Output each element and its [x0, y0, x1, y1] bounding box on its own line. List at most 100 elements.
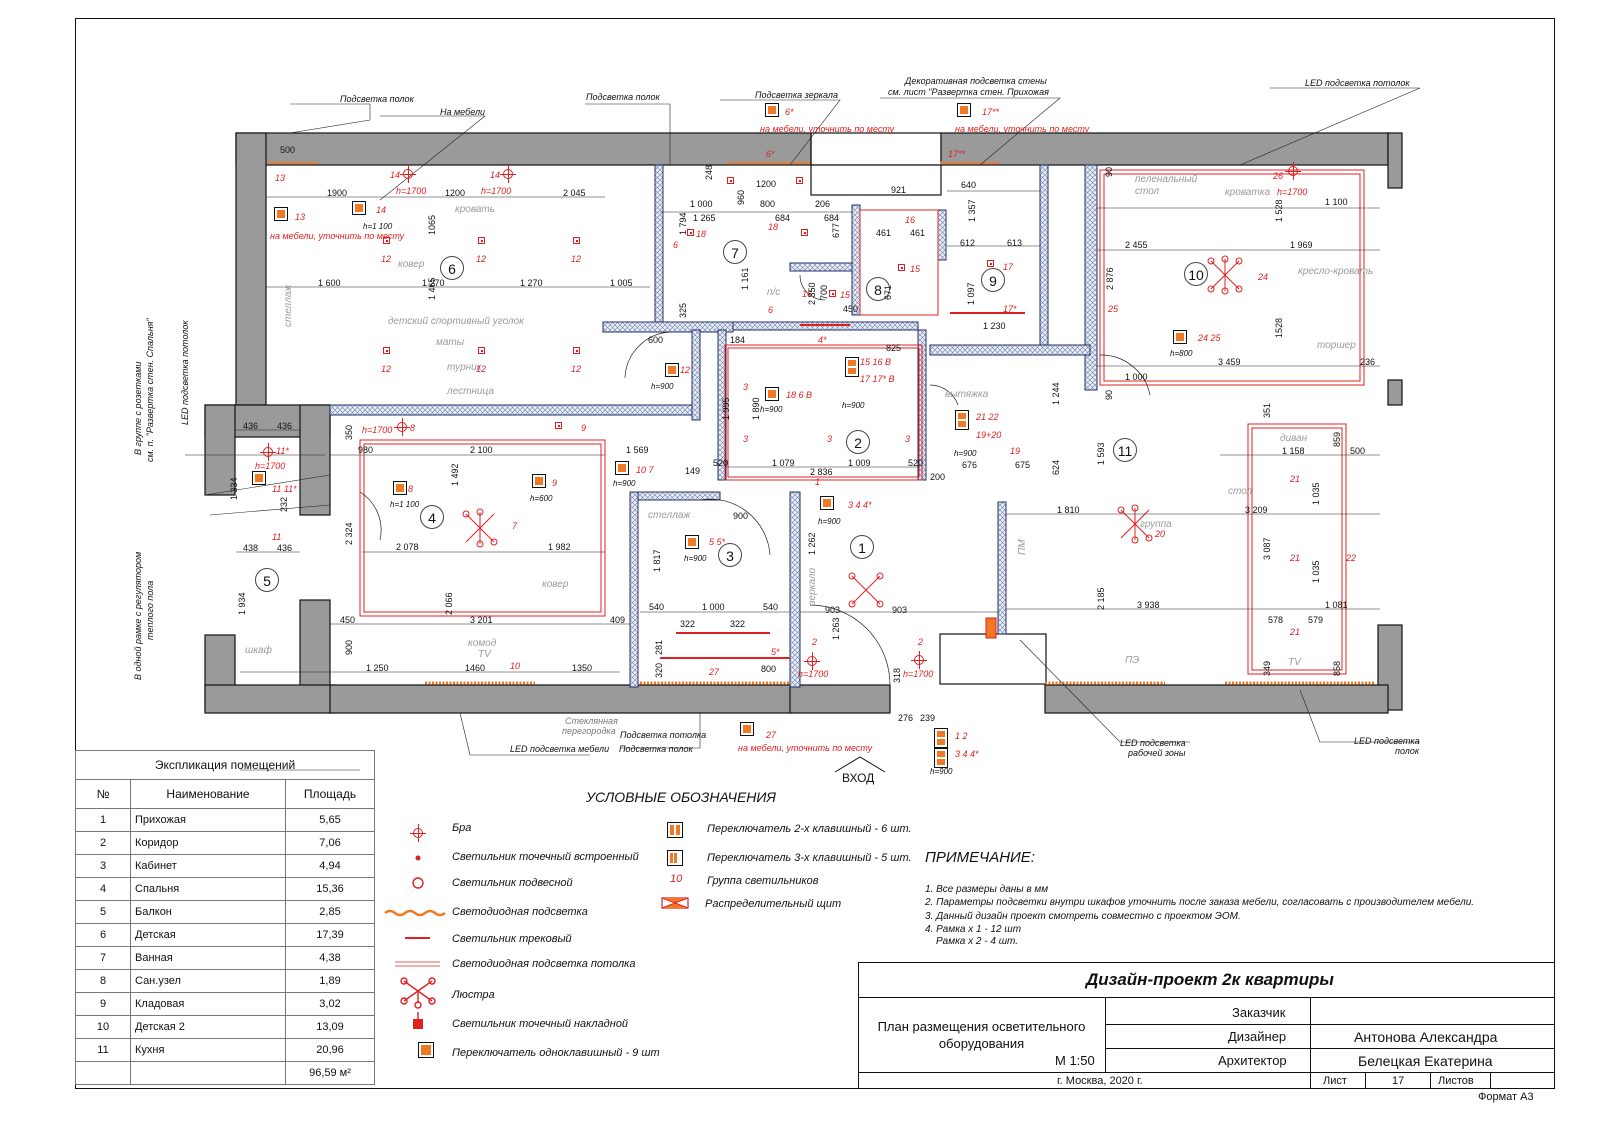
dim: 1 265: [693, 213, 716, 223]
spotlight: [829, 290, 836, 297]
dim: 322: [680, 619, 696, 629]
explication-name: Балкон: [130, 900, 286, 924]
callout-mirror-light: Подсветка зеркала: [755, 90, 838, 100]
group-10: 10: [510, 661, 521, 671]
switch-8: [393, 481, 407, 495]
dim: 613: [1007, 238, 1023, 248]
group-21c: 21: [1290, 627, 1301, 637]
note-1: 1. Все размеры даны в мм: [925, 884, 1049, 895]
dim: 921: [891, 185, 907, 195]
explication-name: Коридор: [130, 831, 286, 855]
furn-changing: пеленальный: [1135, 174, 1198, 185]
group-21-22: 21 22: [976, 412, 999, 422]
dim: 579: [1308, 615, 1324, 625]
note-2: 2. Параметры подсветки внутри шкафов уто…: [925, 897, 1475, 908]
dim: 1200: [756, 179, 777, 189]
explication-area: 20,96: [285, 1038, 375, 1062]
group-6b: 6: [673, 240, 679, 250]
dim: 436: [243, 421, 259, 431]
dim: 2 350: [807, 282, 817, 305]
col-number: №: [75, 779, 131, 809]
dim: 1065: [427, 214, 437, 235]
dim: 684: [775, 213, 791, 223]
group-12f: 12: [571, 364, 582, 374]
explication-name: Кухня: [130, 1038, 286, 1062]
callout-led-shelf: LED подсветка: [1354, 736, 1420, 746]
furn-tv: TV: [1288, 657, 1301, 668]
dim: 236: [1360, 357, 1376, 367]
explication-no: 1: [75, 808, 131, 832]
switch-10-7: [615, 461, 629, 475]
dim: 684: [824, 213, 840, 223]
bra-icon: [500, 165, 516, 183]
callout-heated-floor: В одной рамке с регулятором: [133, 551, 143, 680]
switch-24-25: [1173, 330, 1187, 344]
dim: 318: [892, 667, 902, 683]
dim: 1 270: [520, 278, 543, 288]
sheet-label: Лист: [1323, 1075, 1347, 1087]
group-3-4-4b: 3 4 4*: [955, 749, 979, 759]
dim: 1 158: [1282, 446, 1305, 456]
group-17s-b: 17**: [948, 149, 966, 159]
door-swings: [359, 274, 1151, 686]
dim: 1 270: [422, 278, 445, 288]
switch-entrance-a: [934, 728, 948, 748]
callout-group-sockets-ref: см. п. "Развертка стен. Спальня": [145, 318, 155, 462]
group-24-25: 24 25: [1198, 333, 1221, 343]
dim: 1 000: [1125, 372, 1148, 382]
furn-rack: стеллаж: [283, 284, 294, 327]
legend-item-spot: Светильник точечный встроенный: [452, 851, 639, 863]
group-11-11: 11 11*: [272, 484, 297, 494]
explication-no: 7: [75, 946, 131, 970]
spotlight: [383, 237, 390, 244]
furn-table-word: стол: [1135, 186, 1160, 197]
group-2b: 2: [918, 637, 924, 647]
switch-5: [685, 535, 699, 549]
spotlight: [555, 422, 562, 429]
switch-9: [532, 474, 546, 488]
group-12d: 12: [381, 364, 392, 374]
project-title: Дизайн-проект 2к квартиры: [1086, 970, 1334, 989]
dim: 1900: [327, 188, 348, 198]
callout-led-work: LED подсветка: [1120, 738, 1186, 748]
dim: 1 035: [1311, 560, 1321, 583]
dim: 859: [1332, 431, 1342, 447]
col-area: Площадь: [285, 779, 375, 809]
explication-name: Спальня: [130, 877, 286, 901]
legend-item-track: Светильник трековый: [452, 933, 572, 945]
dim: 276: [898, 713, 914, 723]
group-14b: 14: [490, 170, 501, 180]
group-1: 1: [815, 477, 821, 487]
dim: 232: [279, 496, 289, 512]
legend-item-switch-3: Переключатель 3-х клавишный - 5 шт.: [707, 852, 912, 864]
switch-15-16: [845, 357, 859, 377]
group-18: 18: [768, 222, 779, 232]
group-15b: 15: [910, 264, 921, 274]
dim: 1 263: [831, 617, 841, 640]
callout-clarify-17: на мебели, уточнить по месту: [955, 124, 1090, 134]
height-mark: h=900: [842, 401, 865, 410]
dim: 1 250: [366, 663, 389, 673]
legend-switch-3-icon: [667, 850, 683, 866]
furn-group: группа: [1140, 519, 1172, 530]
dim: 900: [344, 639, 354, 655]
group-21a: 21: [1290, 474, 1301, 484]
dim: 1528: [1274, 317, 1284, 338]
dim: 461: [910, 228, 926, 238]
bra-icon: [260, 443, 276, 461]
dim: 90: [1104, 166, 1114, 177]
explication-no: 10: [75, 1015, 131, 1039]
dim: 200: [930, 472, 946, 482]
dim: 671: [883, 284, 893, 300]
dim: 1 009: [848, 458, 871, 468]
group-11s: 11*: [276, 446, 289, 456]
dim: 3 938: [1137, 600, 1160, 610]
dim: 980: [358, 445, 374, 455]
group-19: 19: [1010, 446, 1021, 456]
room-number-4: 4: [420, 505, 444, 529]
